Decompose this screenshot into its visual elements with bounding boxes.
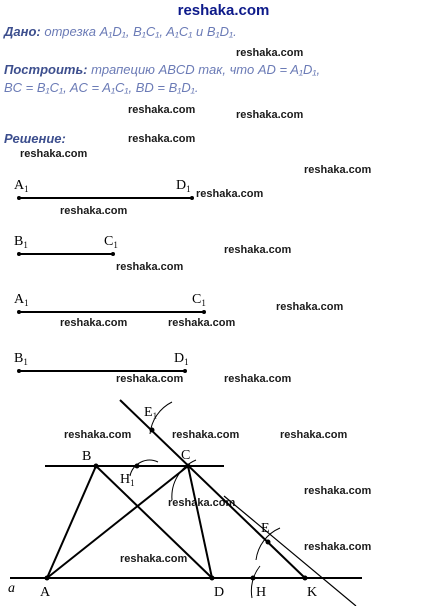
watermark: reshaka.com (168, 497, 236, 509)
watermark: reshaka.com (304, 164, 372, 176)
segment-a1d1: A1 D1 (14, 178, 194, 200)
watermark: reshaka.com (64, 429, 132, 441)
watermark: reshaka.com (20, 148, 88, 160)
watermark: reshaka.com (60, 317, 128, 329)
site-title[interactable]: reshaka.com (177, 2, 270, 19)
watermark: reshaka.com (60, 205, 128, 217)
point-e-label: E (261, 521, 270, 536)
point-h-label: H (256, 585, 266, 600)
svg-text:A1: A1 (14, 292, 29, 308)
watermark: reshaka.com (236, 47, 304, 59)
svg-text:D1: D1 (174, 351, 189, 367)
svg-text:E1: E1 (144, 405, 157, 421)
construct-line: Построить: трапецию ABCD так, что AD = A… (4, 62, 320, 77)
watermark: reshaka.com (276, 301, 344, 313)
watermark: reshaka.com (196, 188, 264, 200)
construction-figure (10, 399, 362, 606)
construction-points (44, 427, 308, 581)
line-label: a (8, 581, 15, 596)
watermark: reshaka.com (128, 133, 196, 145)
point-c-label: C (181, 448, 190, 463)
svg-text:H1: H1 (120, 472, 135, 488)
construct-text-2: BC = B₁C₁, AC = A₁C₁, BD = B₁D₁. (4, 80, 199, 95)
watermark: reshaka.com (116, 373, 184, 385)
point-a-label: A (40, 585, 51, 600)
watermark: reshaka.com (120, 553, 188, 565)
watermark: reshaka.com (280, 429, 348, 441)
construct-label: Построить: (4, 62, 88, 77)
watermark: reshaka.com (168, 317, 236, 329)
construct-line-2: BC = B₁C₁, AC = A₁C₁, BD = B₁D₁. (4, 80, 199, 95)
point-d-label: D (214, 585, 224, 600)
solution-label: Решение: (4, 131, 66, 146)
watermark: reshaka.com (116, 261, 184, 273)
svg-text:C1: C1 (192, 292, 206, 308)
segment-b1d1: B1 D1 (14, 351, 189, 373)
point-b-label: B (82, 449, 91, 464)
watermark: reshaka.com (224, 373, 292, 385)
svg-text:B1: B1 (14, 351, 28, 367)
construct-text: трапецию ABCD так, что AD = A₁D₁, (91, 62, 321, 77)
watermark: reshaka.com (224, 244, 292, 256)
watermark: reshaka.com (304, 485, 372, 497)
watermark: reshaka.com (236, 109, 304, 121)
construction-labels: a A B C D E E1 H H1 K (8, 405, 317, 600)
svg-text:D1: D1 (176, 178, 191, 194)
segment-b1c1: B1 C1 (14, 234, 118, 256)
watermark: reshaka.com (304, 541, 372, 553)
solution-line: Решение: (4, 131, 66, 146)
given-line: Дано: отрезка A₁D₁, B₁C₁, A₁C₁ и B₁D₁. (4, 24, 237, 39)
svg-text:A1: A1 (14, 178, 29, 194)
given-text: отрезка A₁D₁, B₁C₁, A₁C₁ и B₁D₁. (44, 24, 237, 39)
point-k-label: K (307, 585, 317, 600)
segment-a1c1: A1 C1 (14, 292, 206, 314)
svg-text:B1: B1 (14, 234, 28, 250)
given-label: Дано: (4, 24, 41, 39)
svg-text:C1: C1 (104, 234, 118, 250)
watermark: reshaka.com (128, 104, 196, 116)
watermark: reshaka.com (172, 429, 240, 441)
